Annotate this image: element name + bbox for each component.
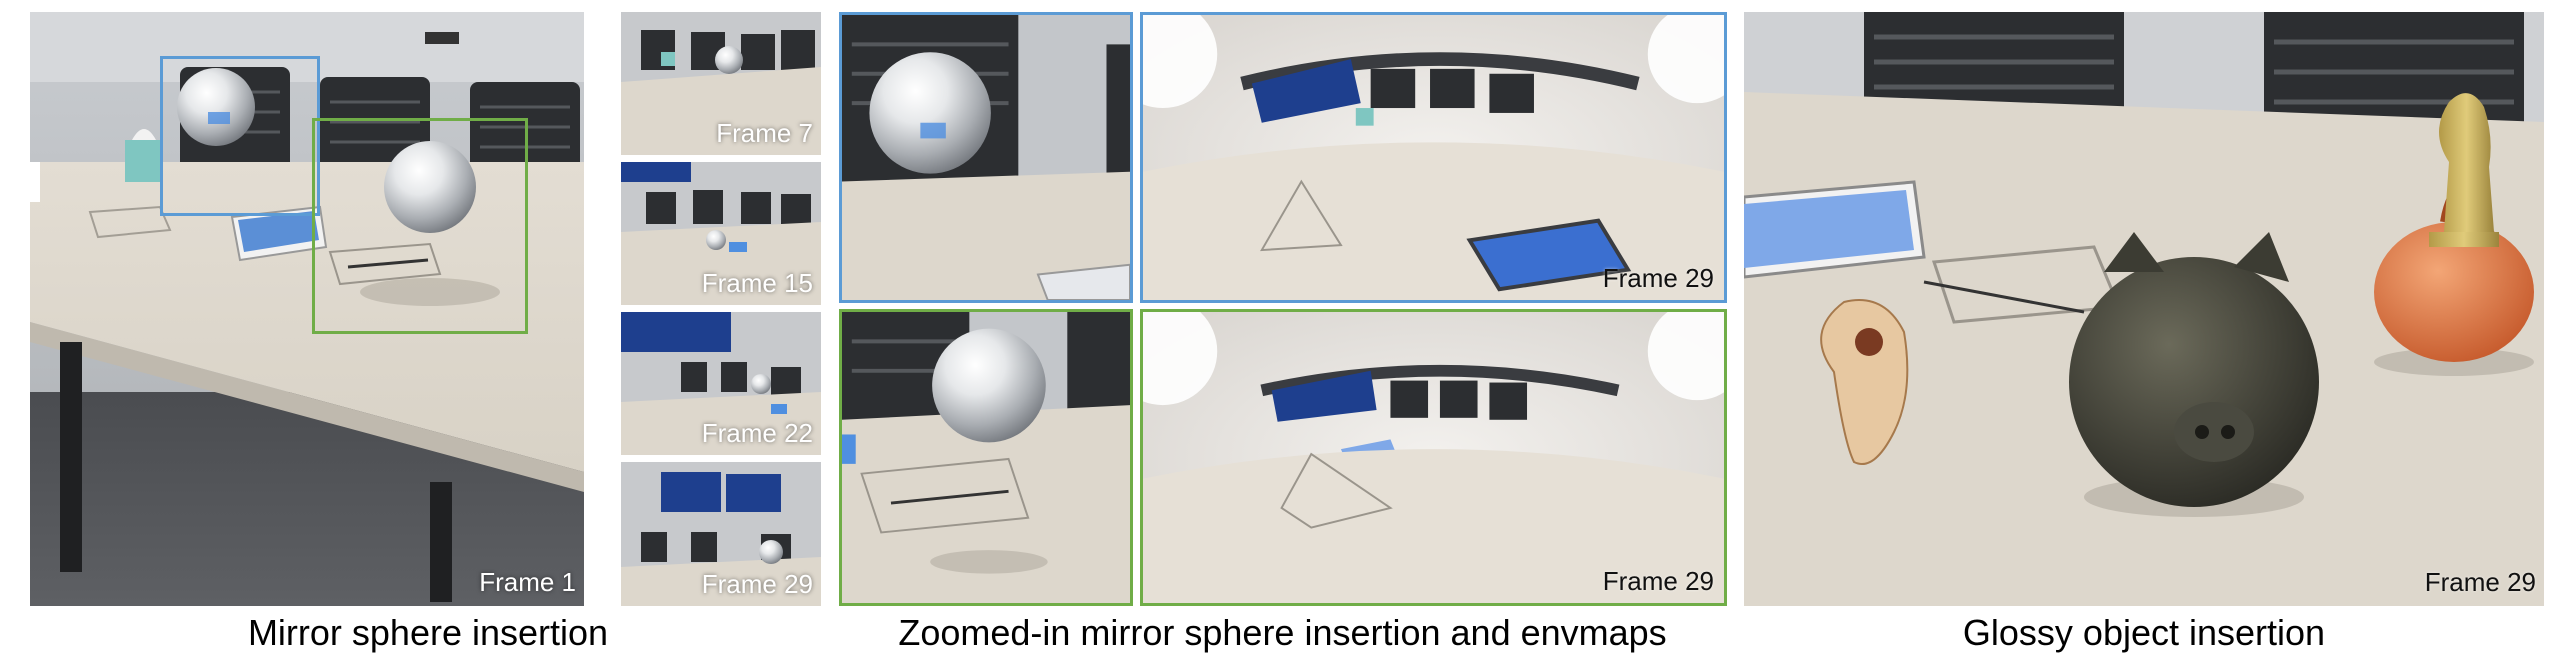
zoom-crop-blue (839, 12, 1133, 303)
blue-highlight-box (160, 56, 320, 216)
zoom-crop-green (839, 309, 1133, 606)
caption-left: Mirror sphere insertion (247, 612, 609, 653)
frame-thumbnail: Frame 22 (621, 312, 821, 455)
conference-room-photo (30, 12, 584, 606)
zoom-crop-photo (842, 15, 1130, 300)
frame-thumbnail-photo (621, 462, 821, 606)
frame-thumbnail-photo (621, 312, 821, 455)
frame-label: Frame 29 (701, 569, 813, 599)
glossy-scene-photo (1744, 12, 2544, 606)
caption-right: Glossy object insertion (1962, 612, 2326, 653)
frame-label: Frame 15 (701, 268, 813, 298)
frame-thumbnail: Frame 29 (621, 462, 821, 606)
frame-label: Frame 1 (479, 567, 576, 597)
glossy-object-panel: Frame 29 (1744, 12, 2544, 606)
frame-thumbnail-photo (621, 12, 821, 155)
envmap-blue: Frame 29 (1140, 12, 1727, 303)
envmap-green: Frame 29 (1140, 309, 1727, 606)
frame-thumbnail: Frame 7 (621, 12, 821, 155)
envmap-photo (1143, 312, 1724, 603)
envmap-frame-label: Frame 29 (1602, 566, 1714, 596)
envmap-frame-label: Frame 29 (1602, 263, 1714, 293)
caption-middle: Zoomed-in mirror sphere insertion and en… (898, 612, 1667, 653)
frame-thumbnail-photo (621, 162, 821, 305)
mirror-sphere-panel: Frame 1 (30, 12, 584, 606)
envmap-photo (1143, 15, 1724, 300)
frame-strip: Frame 7 Frame 15 Frame 22 (621, 12, 821, 606)
frame-label: Frame 7 (716, 118, 813, 148)
frame-label: Frame 22 (701, 418, 813, 448)
zoom-crop-photo (842, 312, 1130, 603)
frame-label: Frame 29 (2424, 567, 2536, 597)
frame-thumbnail: Frame 15 (621, 162, 821, 305)
green-highlight-box (312, 118, 528, 334)
